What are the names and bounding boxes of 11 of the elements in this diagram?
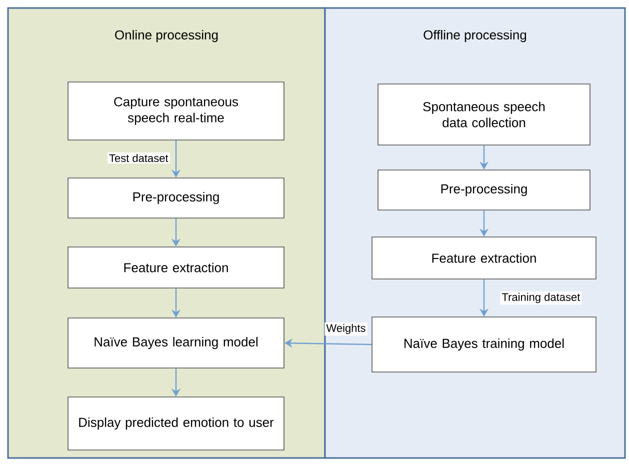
process-box: Capture spontaneous speech real-time <box>68 82 284 140</box>
process-box: Display predicted emotion to user <box>68 396 284 450</box>
process-box: Feature extraction <box>372 236 596 280</box>
process-box: Pre-processing <box>68 178 284 218</box>
edge-label: Weights <box>324 322 368 336</box>
process-box: Naïve Bayes learning model <box>68 318 284 368</box>
process-box: Pre-processing <box>378 170 590 210</box>
edge-label: Training dataset <box>500 291 582 305</box>
process-box: Naïve Bayes training model <box>372 316 596 372</box>
process-box: Spontaneous speech data collection <box>378 84 590 146</box>
process-box: Feature extraction <box>68 246 284 288</box>
